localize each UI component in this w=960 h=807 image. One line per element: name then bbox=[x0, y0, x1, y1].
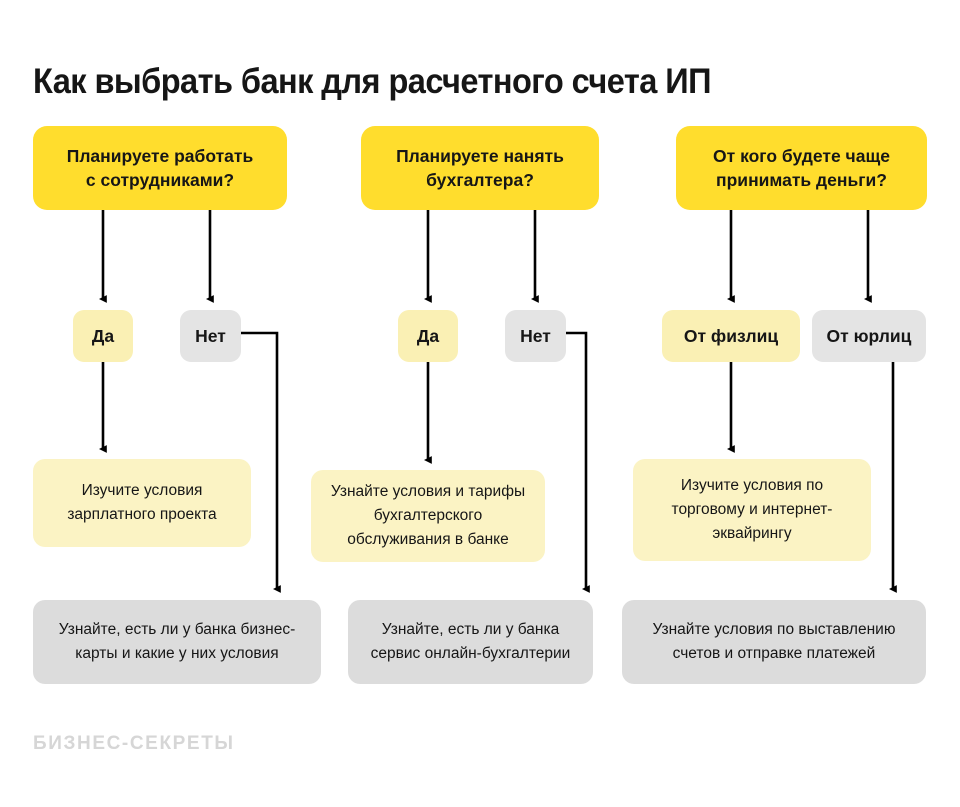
outcome-label: Узнайте условия и тарифы бухгалтерского … bbox=[330, 483, 526, 548]
outcome-label: Узнайте условия по выставлению счетов и … bbox=[652, 621, 896, 662]
outcome-label: Узнайте, есть ли у банка бизнес- карты и… bbox=[58, 621, 296, 662]
outcome-box-accounting-service[interactable]: Узнайте условия и тарифы бухгалтерского … bbox=[311, 470, 545, 562]
question-label: От кого будете чаще принимать деньги? bbox=[713, 146, 890, 190]
answer-chip-no-accountant[interactable]: Нет bbox=[505, 310, 566, 362]
brand-watermark: БИЗНЕС-СЕКРЕТЫ bbox=[33, 733, 235, 754]
answer-label: Да bbox=[416, 326, 440, 346]
question-box-accountant[interactable]: Планируете нанять бухгалтера? bbox=[361, 126, 599, 210]
outcome-box-business-cards[interactable]: Узнайте, есть ли у банка бизнес- карты и… bbox=[33, 600, 321, 684]
answer-label: От физлиц bbox=[683, 326, 779, 346]
question-box-payers[interactable]: От кого будете чаще принимать деньги? bbox=[676, 126, 927, 210]
outcome-box-acquiring[interactable]: Изучите условия по торговому и интернет-… bbox=[633, 459, 871, 561]
outcome-label: Изучите условия по торговому и интернет-… bbox=[671, 477, 833, 542]
answer-label: От юрлиц bbox=[826, 326, 912, 346]
outcome-label: Изучите условия зарплатного проекта bbox=[67, 482, 217, 523]
answer-chip-legal-entities[interactable]: От юрлиц bbox=[812, 310, 926, 362]
question-label: Планируете работать с сотрудниками? bbox=[66, 146, 254, 190]
answer-chip-no-employees[interactable]: Нет bbox=[180, 310, 241, 362]
answer-chip-yes-employees[interactable]: Да bbox=[73, 310, 133, 362]
answer-label: Да bbox=[91, 326, 115, 346]
page-title: Как выбрать банк для расчетного счета ИП bbox=[33, 62, 711, 102]
connector-no2-to-outcome bbox=[566, 331, 590, 593]
question-label: Планируете нанять бухгалтера? bbox=[396, 146, 564, 190]
outcome-box-online-accounting[interactable]: Узнайте, есть ли у банка сервис онлайн-б… bbox=[348, 600, 593, 684]
answer-label: Нет bbox=[520, 326, 551, 346]
answer-chip-individuals[interactable]: От физлиц bbox=[662, 310, 800, 362]
answer-label: Нет bbox=[195, 326, 226, 346]
outcome-box-salary-project[interactable]: Изучите условия зарплатного проекта bbox=[33, 459, 251, 547]
outcome-label: Узнайте, есть ли у банка сервис онлайн-б… bbox=[370, 621, 571, 662]
question-box-employees[interactable]: Планируете работать с сотрудниками? bbox=[33, 126, 287, 210]
outcome-box-invoicing[interactable]: Узнайте условия по выставлению счетов и … bbox=[622, 600, 926, 684]
answer-chip-yes-accountant[interactable]: Да bbox=[398, 310, 458, 362]
